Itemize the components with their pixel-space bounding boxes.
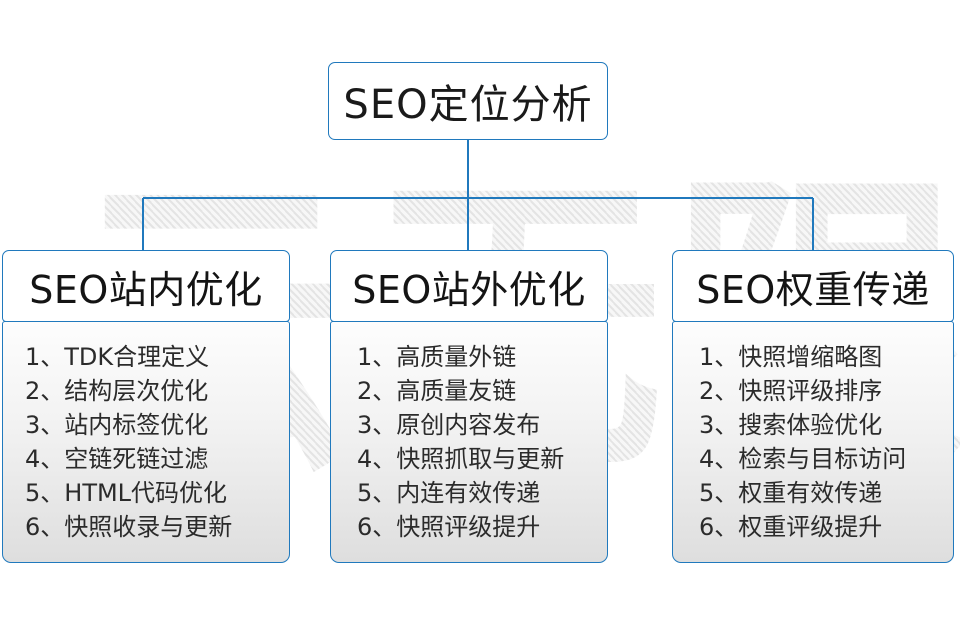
branch-body-3: 1、快照增缩略图 2、快照评级排序 3、搜索体验优化 4、检索与目标访问 5、权… bbox=[672, 321, 954, 563]
list-item: 4、快照抓取与更新 bbox=[357, 445, 565, 473]
branch-column-3: SEO权重传递 1、快照增缩略图 2、快照评级排序 3、搜索体验优化 4、检索与… bbox=[672, 250, 954, 563]
list-item: 1、高质量外链 bbox=[357, 343, 517, 371]
branch-header-title-1: SEO站内优化 bbox=[29, 267, 263, 312]
list-item: 3、站内标签优化 bbox=[25, 411, 209, 439]
list-item: 2、结构层次优化 bbox=[25, 377, 209, 405]
branch-header-2[interactable]: SEO站外优化 bbox=[330, 250, 608, 322]
root-node-title: SEO定位分析 bbox=[343, 82, 593, 128]
list-item: 5、内连有效传递 bbox=[357, 479, 541, 507]
list-item: 5、权重有效传递 bbox=[699, 479, 883, 507]
branch-header-3[interactable]: SEO权重传递 bbox=[672, 250, 954, 322]
list-item: 5、HTML代码优化 bbox=[25, 479, 228, 507]
branch-header-1[interactable]: SEO站内优化 bbox=[2, 250, 290, 322]
root-node[interactable]: SEO定位分析 bbox=[328, 62, 608, 140]
branch-column-2: SEO站外优化 1、高质量外链 2、高质量友链 3、原创内容发布 4、快照抓取与… bbox=[330, 250, 608, 563]
list-item: 2、高质量友链 bbox=[357, 377, 517, 405]
list-item: 6、权重评级提升 bbox=[699, 513, 883, 541]
list-item: 1、TDK合理定义 bbox=[25, 343, 210, 371]
list-item: 3、原创内容发布 bbox=[357, 411, 541, 439]
branch-column-1: SEO站内优化 1、TDK合理定义 2、结构层次优化 3、站内标签优化 4、空链… bbox=[2, 250, 290, 563]
list-item: 6、快照收录与更新 bbox=[25, 513, 233, 541]
branch-header-title-3: SEO权重传递 bbox=[696, 267, 930, 312]
branch-list-3: 1、快照增缩略图 2、快照评级排序 3、搜索体验优化 4、检索与目标访问 5、权… bbox=[673, 340, 953, 544]
branch-body-2: 1、高质量外链 2、高质量友链 3、原创内容发布 4、快照抓取与更新 5、内连有… bbox=[330, 321, 608, 563]
list-item: 6、快照评级提升 bbox=[357, 513, 541, 541]
branch-header-title-2: SEO站外优化 bbox=[352, 267, 586, 312]
branch-list-1: 1、TDK合理定义 2、结构层次优化 3、站内标签优化 4、空链死链过滤 5、H… bbox=[3, 340, 289, 544]
branch-list-2: 1、高质量外链 2、高质量友链 3、原创内容发布 4、快照抓取与更新 5、内连有… bbox=[331, 340, 607, 544]
list-item: 3、搜索体验优化 bbox=[699, 411, 883, 439]
list-item: 1、快照增缩略图 bbox=[699, 343, 883, 371]
list-item: 2、快照评级排序 bbox=[699, 377, 883, 405]
list-item: 4、空链死链过滤 bbox=[25, 445, 209, 473]
branch-body-1: 1、TDK合理定义 2、结构层次优化 3、站内标签优化 4、空链死链过滤 5、H… bbox=[2, 321, 290, 563]
list-item: 4、检索与目标访问 bbox=[699, 445, 907, 473]
